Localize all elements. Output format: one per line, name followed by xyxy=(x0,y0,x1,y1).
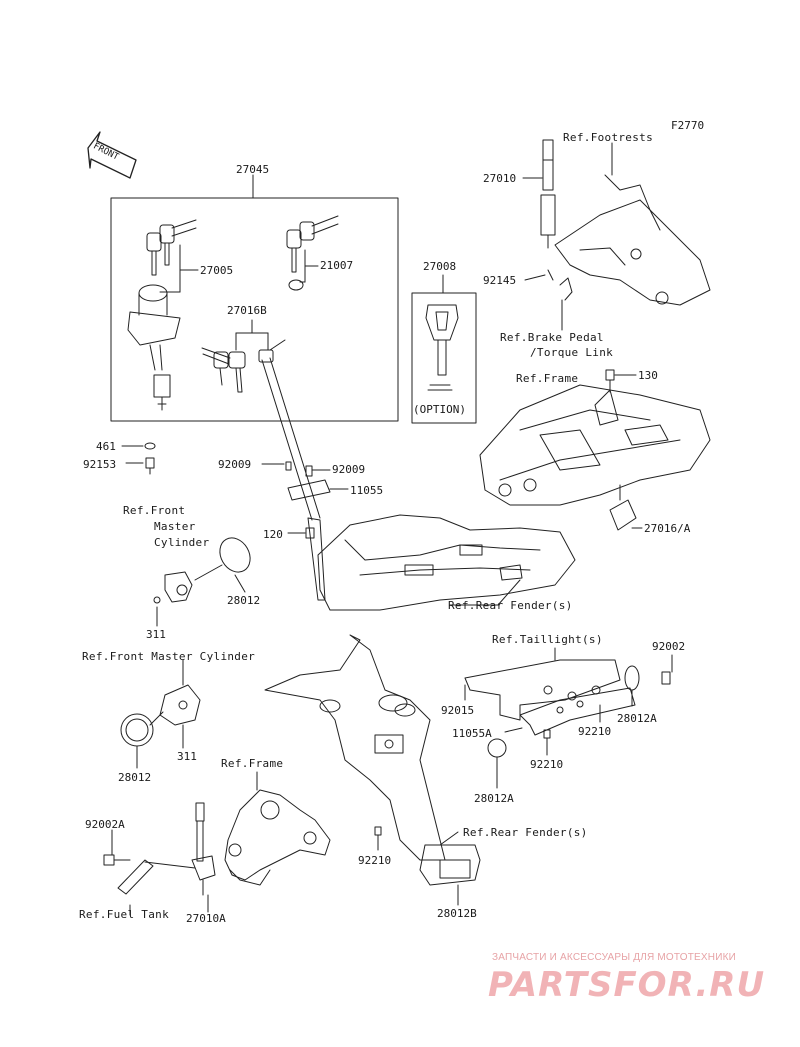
fuel-tank-rod xyxy=(117,859,196,895)
label-92210-mid: 92210 xyxy=(530,758,564,771)
bracket-27016A xyxy=(609,484,637,531)
label-120: 120 xyxy=(263,528,283,541)
ref-brake-pedal: Ref.Brake Pedal xyxy=(500,331,604,344)
reflector-28012B xyxy=(419,844,481,886)
kit-box-27045 xyxy=(110,197,399,422)
ref-front-master-2: Master xyxy=(154,520,196,533)
label-92015: 92015 xyxy=(441,704,475,717)
key-set-27016B xyxy=(201,339,286,393)
ignition-switch xyxy=(127,284,181,411)
label-27010: 27010 xyxy=(483,172,517,185)
brake-light-switch-27010 xyxy=(540,139,556,249)
ref-rear-fender-bottom: Ref.Rear Fender(s) xyxy=(463,826,588,839)
front-master-cylinder-cover xyxy=(153,537,251,604)
label-27008: 27008 xyxy=(423,260,457,273)
label-92145: 92145 xyxy=(483,274,517,287)
label-28012-top: 28012 xyxy=(227,594,261,607)
frame-top xyxy=(479,384,711,506)
front-master-cylinder-bracket xyxy=(159,659,201,741)
label-28012A-right: 28012A xyxy=(617,712,657,725)
label-461: 461 xyxy=(96,440,116,453)
label-27016A: 27016/A xyxy=(644,522,691,535)
ref-front-master-1: Ref.Front xyxy=(123,504,186,517)
label-92210-right: 92210 xyxy=(578,725,612,738)
rear-fender-bottom xyxy=(264,634,446,861)
label-311-top: 311 xyxy=(146,628,166,641)
washer-461 xyxy=(144,442,156,450)
label-28012A-bottom: 28012A xyxy=(474,792,514,805)
watermark-subtitle: ЗАПЧАСТИ И АКСЕССУАРЫ ДЛЯ МОТОТЕХНИКИ xyxy=(492,952,737,963)
ref-fuel-tank: Ref.Fuel Tank xyxy=(79,908,169,921)
key-27008 xyxy=(425,304,459,391)
label-28012-bottom: 28012 xyxy=(118,771,152,784)
label-92153: 92153 xyxy=(83,458,117,471)
taillight-bracket xyxy=(464,659,671,736)
cover-28012-bottom xyxy=(120,713,154,747)
label-92002: 92002 xyxy=(652,640,686,653)
ref-frame-bottom: Ref.Frame xyxy=(221,757,284,770)
ref-front-master-3: Cylinder xyxy=(154,536,210,549)
key-set-21007 xyxy=(286,215,339,291)
label-27005: 27005 xyxy=(200,264,234,277)
label-27045: 27045 xyxy=(236,163,270,176)
label-11055A: 11055A xyxy=(452,727,492,740)
ref-rear-fender-top: Ref.Rear Fender(s) xyxy=(448,599,573,612)
key-set-27005 xyxy=(146,219,197,276)
ref-taillight: Ref.Taillight(s) xyxy=(492,633,603,646)
frame-bottom xyxy=(224,789,331,886)
ref-front-master-cylinder: Ref.Front Master Cylinder xyxy=(82,650,256,663)
fuel-switch-27010A xyxy=(191,802,216,896)
rear-fender-top xyxy=(317,514,576,611)
option-box-27008 xyxy=(411,292,477,424)
label-92210-bottom: 92210 xyxy=(358,854,392,867)
ref-footrests: Ref.Footrests xyxy=(563,131,653,144)
bolt-92153 xyxy=(145,457,155,475)
figure-code: F2770 xyxy=(671,119,705,132)
lock-rod xyxy=(261,357,326,601)
label-28012B: 28012B xyxy=(437,907,477,920)
label-311-bottom: 311 xyxy=(177,750,197,763)
label-27010A: 27010A xyxy=(186,912,226,925)
front-arrow-icon xyxy=(87,131,137,179)
label-21007: 21007 xyxy=(320,259,354,272)
label-92002A: 92002A xyxy=(85,818,125,831)
watermark-brand: PARTSFOR.RU xyxy=(488,965,766,1005)
footrest-bracket xyxy=(554,174,711,306)
label-27016B: 27016B xyxy=(227,304,267,317)
option-label: (OPTION) xyxy=(413,403,466,416)
label-92009-left: 92009 xyxy=(218,458,252,471)
label-130: 130 xyxy=(638,369,658,382)
label-11055: 11055 xyxy=(350,484,384,497)
ref-frame-top: Ref.Frame xyxy=(516,372,579,385)
label-92009-right: 92009 xyxy=(332,463,366,476)
ref-torque-link: /Torque Link xyxy=(530,346,614,359)
